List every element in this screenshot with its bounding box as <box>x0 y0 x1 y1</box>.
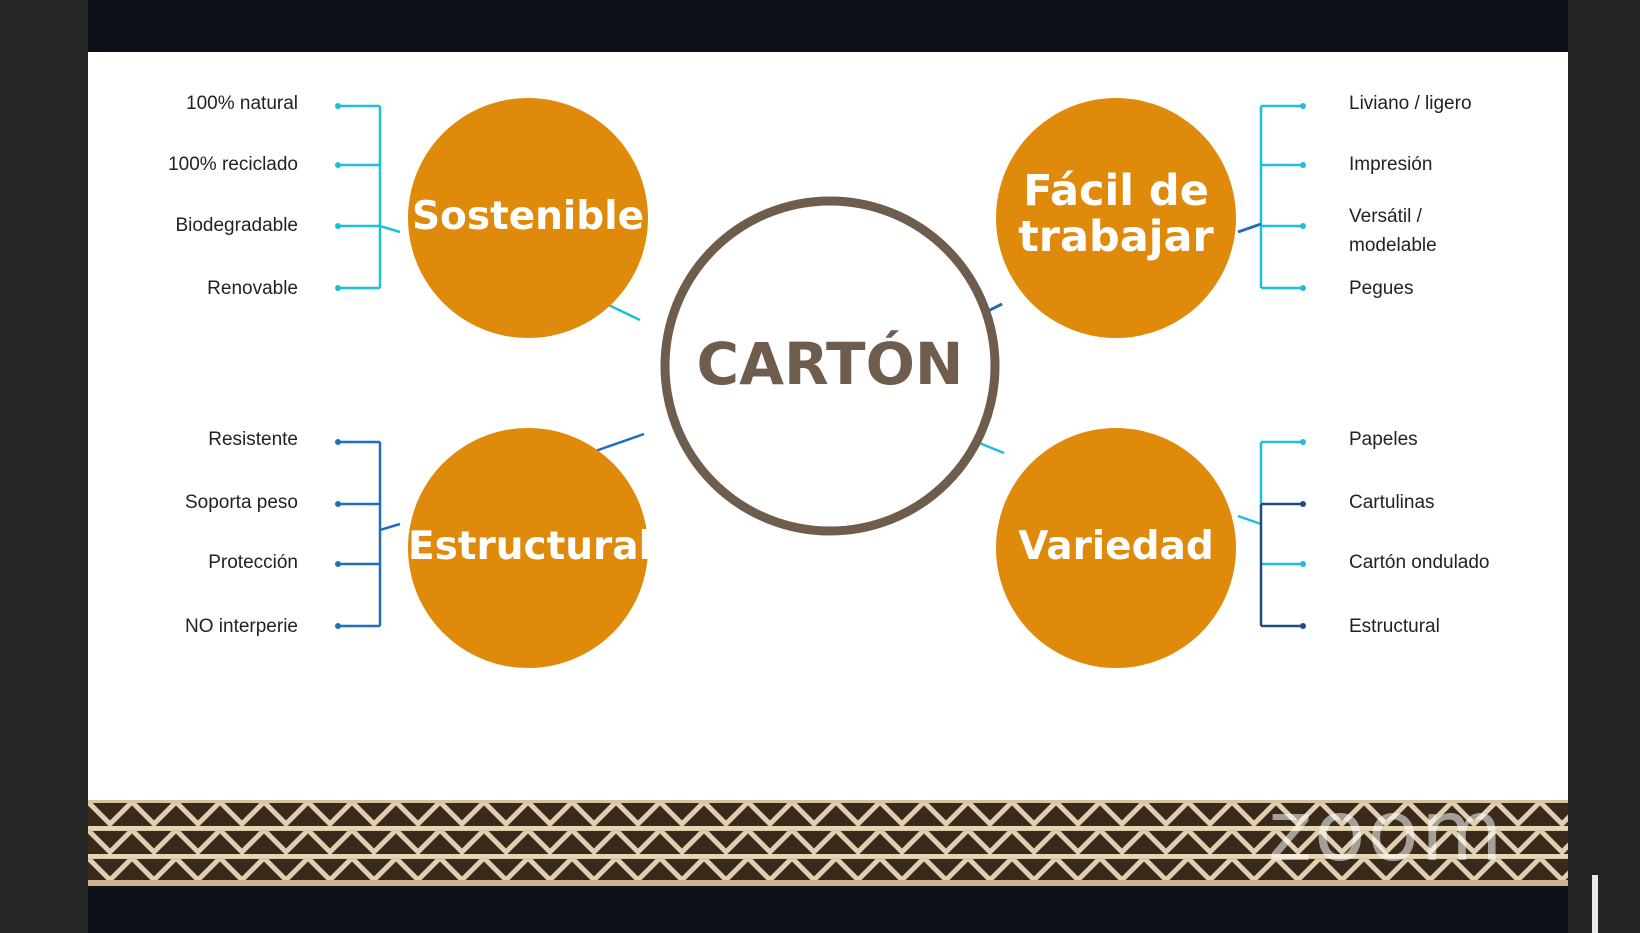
corrugated-cardboard-image: zoom <box>88 800 1568 886</box>
variedad-title: Variedad <box>1018 524 1214 569</box>
facil-item-1: Liviano / ligero <box>1349 93 1472 114</box>
facil-item-3b: modelable <box>1349 235 1437 256</box>
facil-bracket <box>1259 104 1301 290</box>
variedad-bullets <box>1300 439 1306 629</box>
sostenible-item-4: Renovable <box>207 278 298 299</box>
facil-bullets <box>1300 103 1306 291</box>
presentation-slide: CARTÓN Sostenible Fácil de trabajar Estr… <box>88 52 1568 800</box>
estructural-item-2: Soporta peso <box>184 492 298 513</box>
facil-bubble <box>996 98 1236 338</box>
estructural-item-4: NO interperie <box>185 616 298 637</box>
sostenible-title: Sostenible <box>411 194 645 239</box>
facil-item-2: Impresión <box>1349 154 1433 175</box>
variedad-bracket-lower <box>1259 502 1301 628</box>
estructural-bubble <box>408 428 648 668</box>
sostenible-bubble <box>408 98 648 338</box>
corrugated-pattern <box>88 800 1568 886</box>
text-cursor-indicator <box>1592 875 1598 933</box>
estructural-item-1: Resistente <box>208 429 298 450</box>
mind-map-connectors <box>335 98 1306 668</box>
sostenible-item-3: Biodegradable <box>175 215 298 236</box>
zoom-watermark: zoom <box>1268 800 1505 880</box>
letterbox-left <box>0 0 88 933</box>
center-title: CARTÓN <box>696 330 964 398</box>
facil-title-line2: trabajar <box>1018 212 1214 262</box>
estructural-item-3: Protección <box>208 552 298 573</box>
top-letterbox-bar <box>88 0 1568 52</box>
sostenible-item-2: 100% reciclado <box>168 154 298 175</box>
sostenible-item-1: 100% natural <box>186 93 298 114</box>
variedad-item-4: Estructural <box>1349 616 1440 637</box>
facil-item-4: Pegues <box>1349 278 1414 299</box>
variedad-item-3: Cartón ondulado <box>1349 552 1490 573</box>
bottom-letterbox-bar <box>88 886 1568 933</box>
estructural-title: Estructural <box>408 524 652 569</box>
variedad-item-2: Cartulinas <box>1349 492 1435 513</box>
facil-item-3a: Versátil / <box>1349 206 1422 227</box>
variedad-item-1: Papeles <box>1349 429 1418 450</box>
center-ring <box>660 196 1000 536</box>
facil-title: Fácil de trabajar <box>996 168 1236 260</box>
facil-title-line1: Fácil de <box>1023 166 1209 216</box>
letterbox-right <box>1568 0 1640 933</box>
sostenible-bullets <box>335 103 341 291</box>
estructural-bullets <box>335 439 341 629</box>
variedad-bubble <box>996 428 1236 668</box>
